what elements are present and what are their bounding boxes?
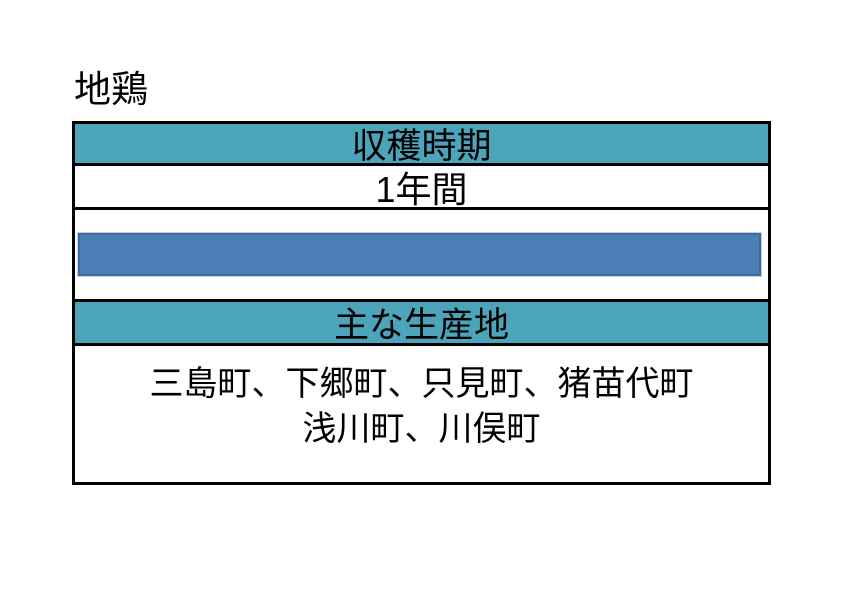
producers-value: 三島町、下郷町、只見町、猪苗代町 浅川町、川俣町 <box>75 343 768 482</box>
harvest-period-bar <box>77 232 762 277</box>
producers-header: 主な生産地 <box>75 299 768 345</box>
producers-line-2: 浅川町、川俣町 <box>302 410 541 448</box>
harvest-table: 収穫時期 1年間 主な生産地 三島町、下郷町、只見町、猪苗代町 浅川町、川俣町 <box>72 121 771 485</box>
page-title: 地鶏 <box>74 69 148 110</box>
harvest-period-bar-row <box>75 207 768 299</box>
producers-line-1: 三島町、下郷町、只見町、猪苗代町 <box>149 365 694 403</box>
harvest-period-header: 収穫時期 <box>75 124 768 166</box>
harvest-period-value: 1年間 <box>75 163 768 210</box>
